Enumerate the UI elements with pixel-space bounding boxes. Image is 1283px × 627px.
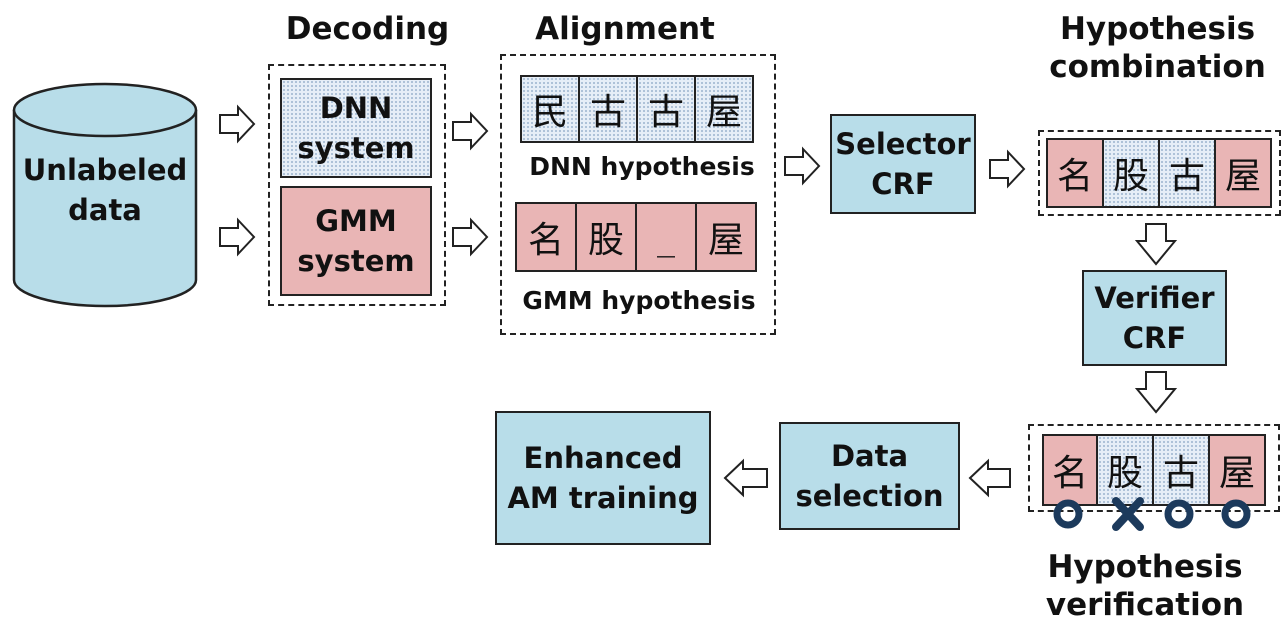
verified-hypothesis-group <box>1028 424 1280 512</box>
gmm-token: 名 <box>515 202 577 272</box>
dnn-hypothesis-cells: 民 古 古 屋 <box>520 75 754 143</box>
combined-token: 古 <box>1158 138 1216 208</box>
gmm-token: 股 <box>575 202 637 272</box>
unlabeled-data-label: Unlabeled data <box>22 153 188 227</box>
hollow-arrow-left-icon <box>723 458 768 498</box>
heading-alignment: Alignment <box>535 11 715 47</box>
dnn-token: 古 <box>578 75 638 143</box>
verified-token: 屋 <box>1208 434 1266 506</box>
hollow-arrow-right-icon <box>452 217 489 257</box>
gmm-hypothesis-cells: 名 股 _ 屋 <box>515 202 757 272</box>
combined-token: 名 <box>1046 138 1104 208</box>
gmm-token: 屋 <box>695 202 757 272</box>
alignment-group <box>500 54 776 335</box>
heading-hypothesis-verification: Hypothesis verification <box>1045 549 1245 623</box>
verified-token: 古 <box>1152 434 1210 506</box>
hollow-arrow-down-icon <box>1134 371 1178 414</box>
circle-mark-icon <box>1053 499 1083 529</box>
dnn-token: 屋 <box>694 75 754 143</box>
gmm-token: _ <box>635 202 697 272</box>
verified-token: 名 <box>1042 434 1098 506</box>
heading-decoding: Decoding <box>285 11 450 47</box>
decoding-group <box>268 64 446 306</box>
hollow-arrow-right-icon <box>219 217 256 257</box>
heading-hypothesis-combination: Hypothesis combination <box>1049 11 1266 85</box>
hollow-arrow-right-icon <box>989 149 1026 189</box>
combined-token: 屋 <box>1214 138 1272 208</box>
hollow-arrow-right-icon <box>219 104 256 144</box>
verified-token: 股 <box>1096 434 1154 506</box>
circle-mark-icon <box>1221 499 1251 529</box>
dnn-hypothesis-caption: DNN hypothesis <box>529 152 755 181</box>
dnn-token: 民 <box>520 75 580 143</box>
circle-mark-icon <box>1164 499 1194 529</box>
verification-marks <box>1053 497 1251 531</box>
cross-mark-icon <box>1112 497 1144 531</box>
gmm-hypothesis-caption: GMM hypothesis <box>522 286 756 315</box>
hollow-arrow-right-icon <box>784 146 821 186</box>
hollow-arrow-down-icon <box>1134 223 1178 266</box>
database-cylinder-icon <box>12 82 198 308</box>
hollow-arrow-right-icon <box>452 111 489 151</box>
dnn-token: 古 <box>636 75 696 143</box>
combined-token: 股 <box>1102 138 1160 208</box>
verified-hypothesis-cells: 名 股 古 屋 <box>1042 434 1266 506</box>
hollow-arrow-left-icon <box>968 458 1011 498</box>
combined-hypothesis-group <box>1038 130 1281 216</box>
combined-hypothesis-cells: 名 股 古 屋 <box>1046 138 1272 208</box>
